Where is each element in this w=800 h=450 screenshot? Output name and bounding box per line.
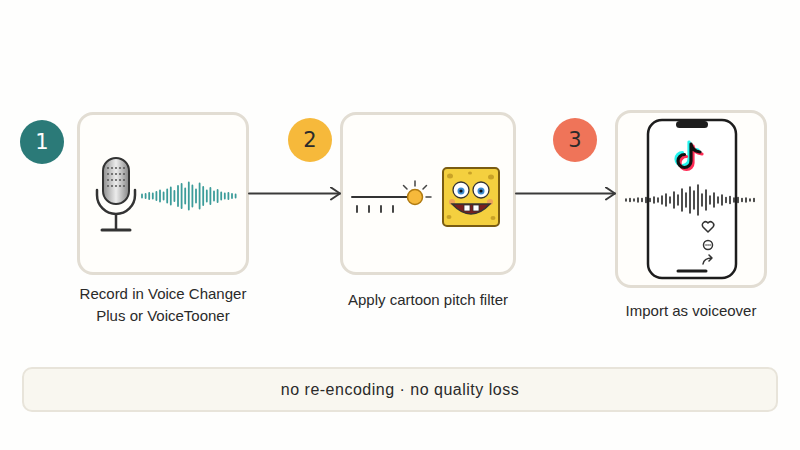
step-number-circle: 3 bbox=[553, 118, 597, 162]
cartoon-sponge-face bbox=[447, 215, 452, 219]
step-number-circle: 2 bbox=[288, 118, 332, 162]
cartoon-sponge-face bbox=[468, 171, 472, 174]
flow-arrow bbox=[249, 193, 340, 195]
pitch-slider bbox=[404, 181, 432, 197]
phone-outline bbox=[648, 120, 736, 278]
tiktok-logo bbox=[678, 144, 700, 168]
pitch-slider bbox=[352, 196, 407, 198]
tiktok-logo bbox=[676, 142, 702, 170]
cartoon-sponge-face bbox=[452, 204, 490, 214]
phone-outline bbox=[676, 121, 708, 128]
microphone-icon bbox=[103, 158, 129, 204]
step-caption: Record in Voice Changer Plus or VoiceToo… bbox=[63, 283, 263, 327]
tiktok-logo bbox=[676, 142, 698, 166]
cartoon-sponge-face bbox=[443, 168, 499, 226]
banner-text: no re-encoding · no quality loss bbox=[281, 381, 519, 399]
step-number: 1 bbox=[35, 132, 48, 153]
social-icons bbox=[702, 222, 713, 232]
microphone-icon bbox=[107, 168, 125, 186]
step-box: Apply cartoon pitch filter bbox=[340, 112, 516, 275]
audio-waveform bbox=[142, 183, 236, 210]
microphone-icon bbox=[102, 229, 130, 232]
phone-outline bbox=[648, 120, 736, 278]
voiceover-waveform bbox=[626, 185, 754, 215]
cartoon-sponge-face bbox=[459, 189, 462, 192]
step-caption: Apply cartoon pitch filter bbox=[308, 289, 548, 311]
cartoon-sponge-face bbox=[491, 216, 496, 220]
cartoon-sponge-face bbox=[488, 175, 494, 180]
step-number-circle: 1 bbox=[20, 120, 64, 164]
pitch-slider bbox=[357, 206, 393, 212]
microphone-icon bbox=[115, 214, 118, 229]
cartoon-sponge-face bbox=[487, 199, 493, 205]
step-box: Import as voiceover bbox=[615, 110, 767, 288]
summary-banner: no re-encoding · no quality loss bbox=[22, 367, 778, 412]
social-icons bbox=[704, 241, 713, 250]
microphone-icon bbox=[97, 190, 135, 214]
cartoon-sponge-face bbox=[473, 205, 479, 211]
tiktok-logo bbox=[680, 146, 702, 170]
microphone-icon bbox=[97, 158, 135, 230]
social-icons bbox=[702, 222, 713, 264]
step-caption: Import as voiceover bbox=[591, 300, 791, 322]
cartoon-sponge-face bbox=[473, 182, 489, 198]
step-number: 3 bbox=[568, 130, 581, 151]
phone-outline bbox=[678, 270, 706, 273]
cartoon-sponge-face bbox=[479, 189, 482, 192]
pitch-slider bbox=[352, 181, 431, 212]
cartoon-sponge-face bbox=[478, 188, 485, 195]
flow-arrow bbox=[516, 193, 615, 195]
cartoon-sponge-face bbox=[443, 168, 499, 226]
step-number: 2 bbox=[303, 130, 316, 151]
audio-waveform bbox=[142, 183, 236, 210]
cartoon-sponge-face bbox=[453, 182, 469, 198]
cartoon-sponge-face bbox=[458, 188, 465, 195]
pitch-slider bbox=[408, 190, 423, 205]
social-icons bbox=[703, 255, 712, 264]
cartoon-sponge-face bbox=[464, 205, 470, 211]
voiceover-waveform bbox=[626, 185, 754, 215]
social-icons bbox=[706, 244, 710, 246]
cartoon-sponge-face bbox=[449, 199, 455, 205]
cartoon-sponge-face bbox=[447, 174, 453, 179]
step-box: Record in Voice Changer Plus or VoiceToo… bbox=[77, 112, 249, 275]
